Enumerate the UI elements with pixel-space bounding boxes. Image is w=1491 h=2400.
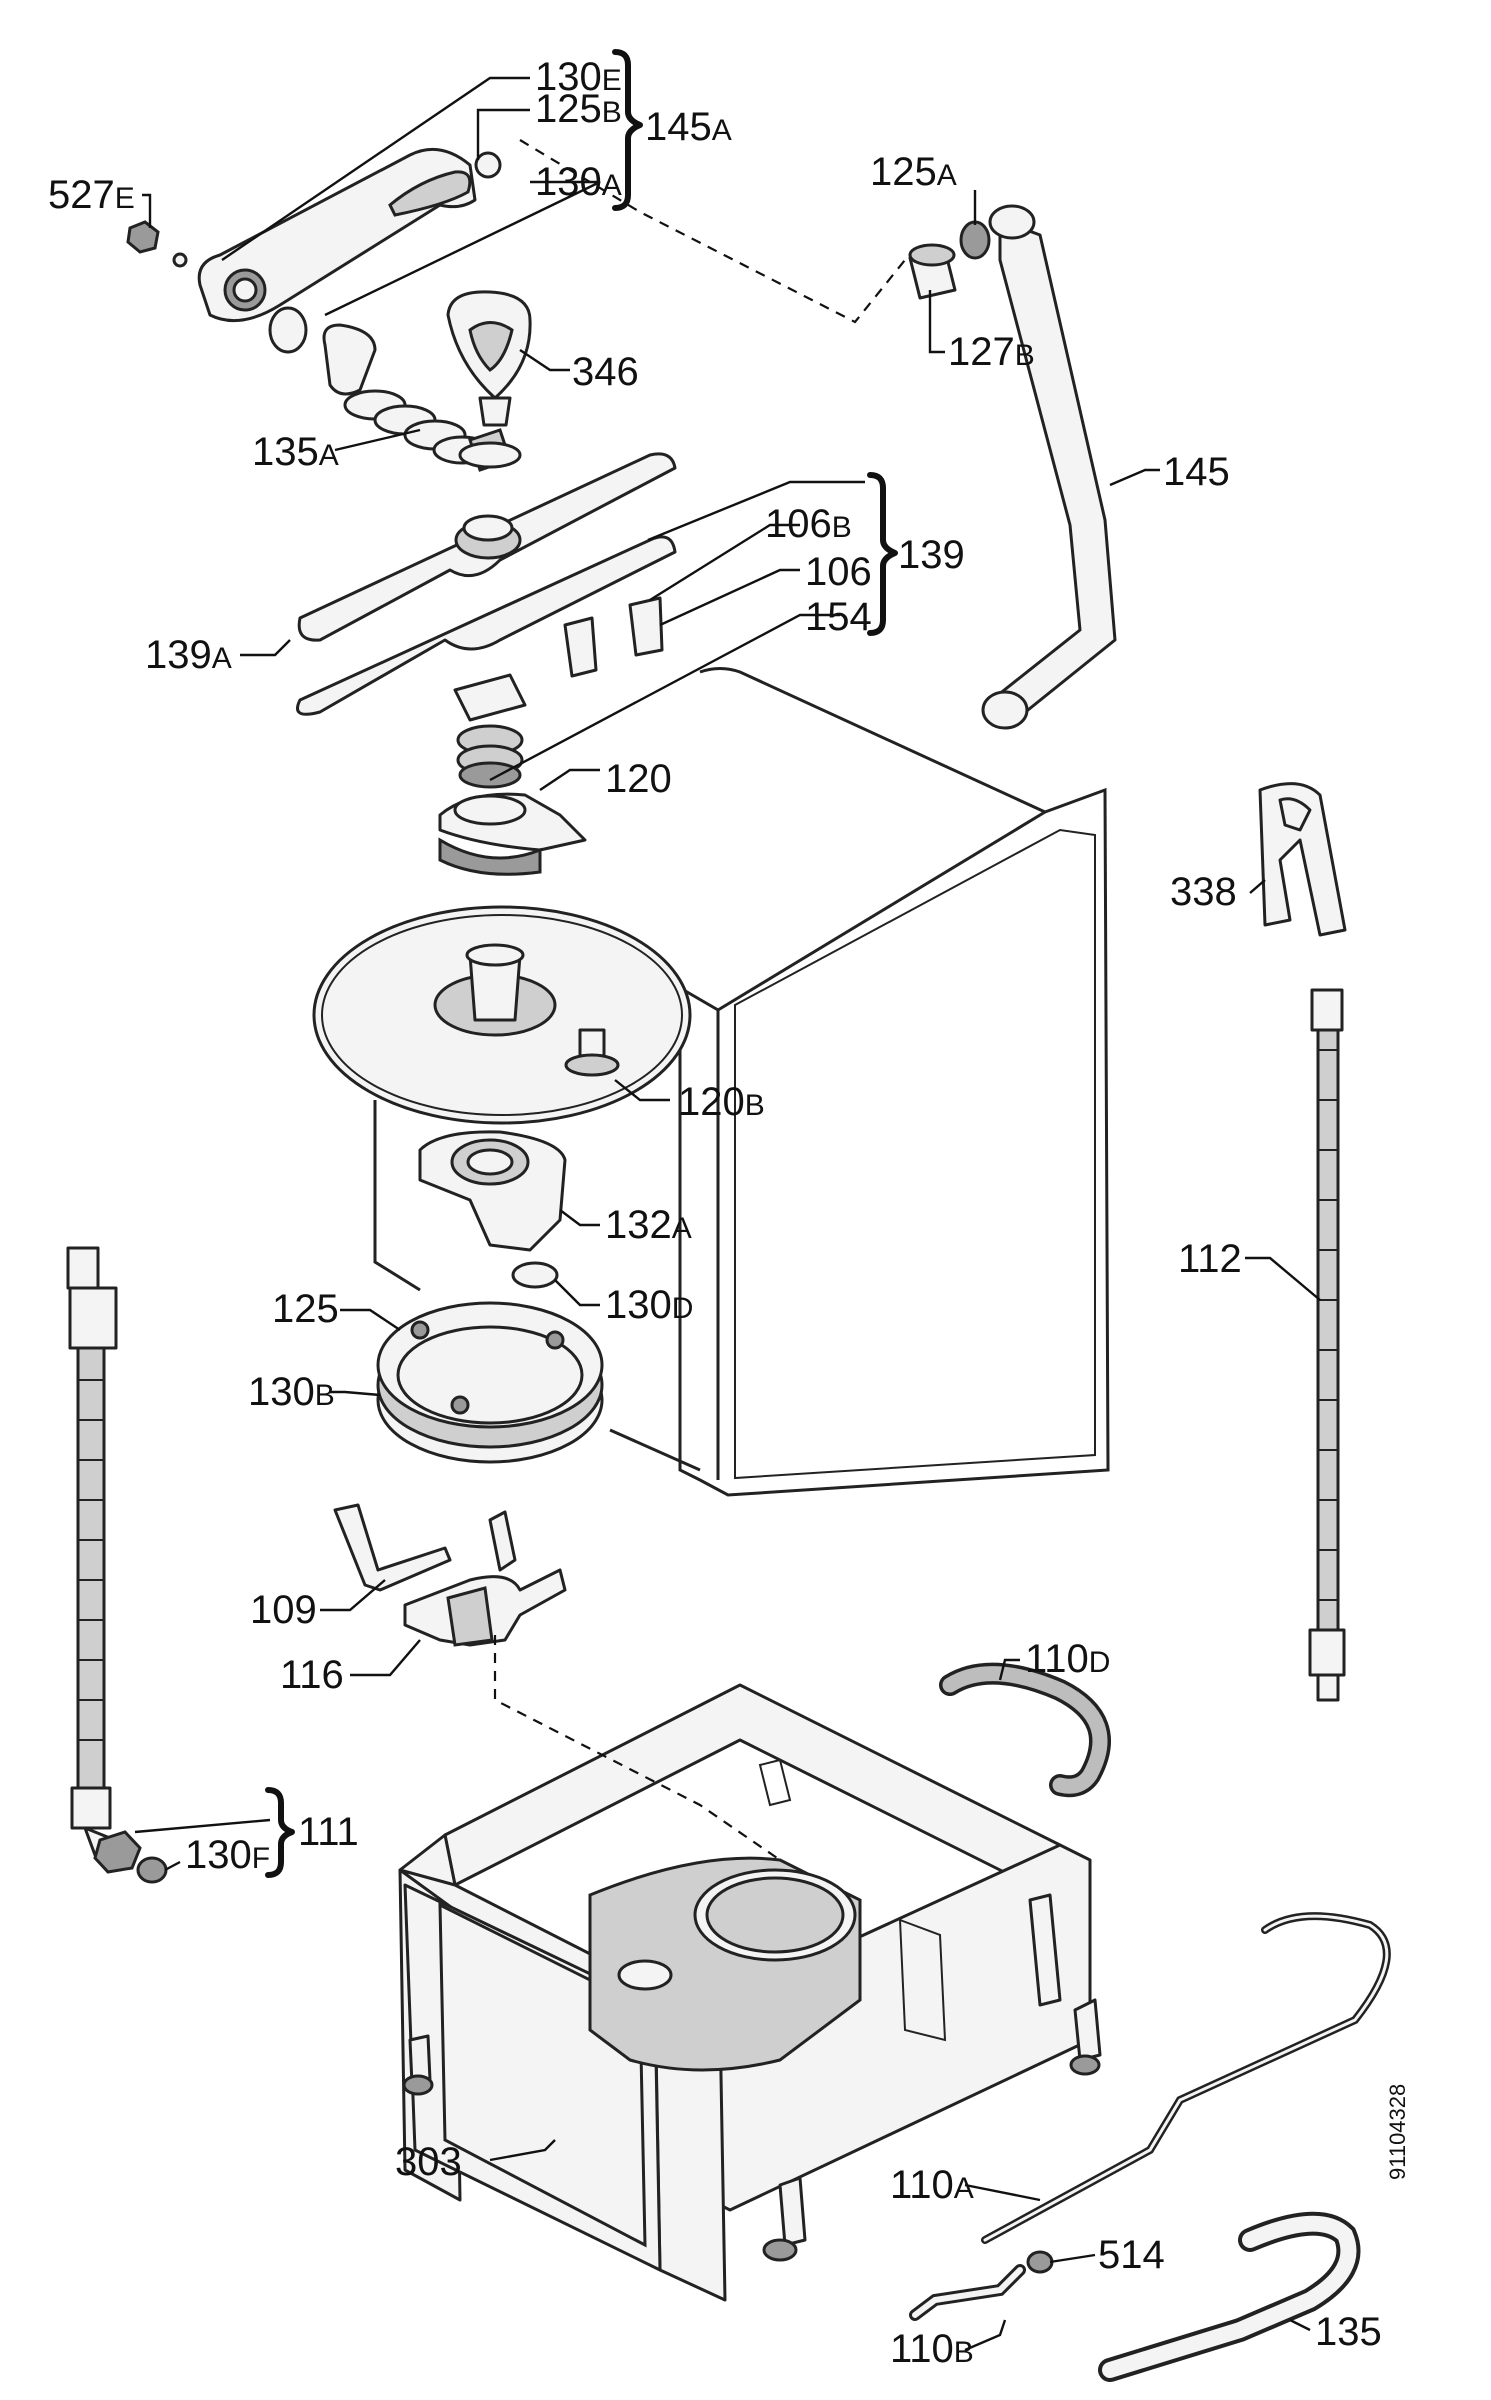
label-110a: 110A [890, 2163, 974, 2207]
bracket-338 [1258, 782, 1347, 937]
label-125: 125 [272, 1287, 339, 1331]
label-527e: 527E [48, 173, 135, 217]
label-132a: 132A [605, 1203, 692, 1247]
pipe-110b [909, 2264, 1026, 2321]
part-labels: 130E 125B 145A 130A 527E 125A 127B 346 1… [48, 55, 1382, 2371]
sump-hub-132a [418, 1130, 567, 1252]
alignment-lines [493, 139, 906, 1861]
label-125a: 125A [870, 150, 957, 194]
filter-plate-120b [312, 905, 692, 1125]
label-125b: 125B [535, 87, 622, 131]
label-338: 338 [1170, 870, 1237, 914]
upper-spray-arm [197, 147, 502, 323]
label-127b: 127B [948, 330, 1035, 374]
label-130a: 130A [535, 160, 622, 204]
label-130d: 130D [605, 1283, 693, 1327]
label-120b: 120B [678, 1080, 765, 1124]
label-346: 346 [572, 350, 639, 394]
label-130e: 130E [535, 55, 622, 99]
label-154: 154 [805, 595, 872, 639]
base-frame-303 [398, 1683, 1102, 2302]
label-135: 135 [1315, 2310, 1382, 2354]
label-139: 139 [898, 533, 965, 577]
ring-nut-120 [438, 792, 587, 876]
o-ring-130d [511, 1261, 559, 1289]
label-109: 109 [250, 1588, 317, 1632]
supply-hose-112 [1308, 988, 1346, 1702]
bellows-135a [322, 323, 522, 472]
label-145a: 145A [645, 105, 732, 149]
fitting-127b [908, 220, 991, 300]
label-116: 116 [280, 1653, 344, 1697]
label-112: 112 [1178, 1237, 1242, 1281]
supply-hose-111 [66, 1246, 142, 1874]
part-346-knob [446, 290, 532, 427]
valve-116 [403, 1510, 567, 1647]
label-130f: 130F [185, 1833, 270, 1877]
label-514: 514 [1098, 2233, 1165, 2277]
feed-pipe-145 [981, 204, 1117, 730]
diagram-code: 91104328 [1385, 2084, 1410, 2180]
lower-spray-arm [296, 452, 677, 716]
label-120: 120 [605, 757, 672, 801]
label-303: 303 [395, 2140, 462, 2184]
label-145: 145 [1163, 450, 1230, 494]
label-106: 106 [805, 550, 872, 594]
washer-130f [136, 1856, 168, 1884]
u-hose-135 [1098, 2211, 1361, 2382]
label-135a: 135A [252, 430, 339, 474]
gasket-130a [268, 306, 308, 354]
hose-110d [939, 1662, 1111, 1798]
nut-154 [453, 673, 527, 789]
leader-lines [134, 76, 1321, 2352]
group-braces [265, 49, 898, 1878]
clip-109 [333, 1503, 452, 1592]
wire-110a [981, 1912, 1391, 2244]
clips-106 [563, 596, 664, 678]
label-110b: 110B [890, 2327, 974, 2371]
label-139a: 139A [145, 633, 232, 677]
small-o-ring-527e [126, 220, 188, 268]
screw-514 [1026, 2250, 1054, 2274]
sump-ring-125 [376, 1301, 604, 1464]
label-111: 111 [298, 1810, 359, 1854]
label-130b: 130B [248, 1370, 335, 1414]
cabinet-outline [373, 667, 1110, 1497]
label-106b: 106B [765, 502, 852, 546]
label-110d: 110D [1025, 1637, 1110, 1681]
